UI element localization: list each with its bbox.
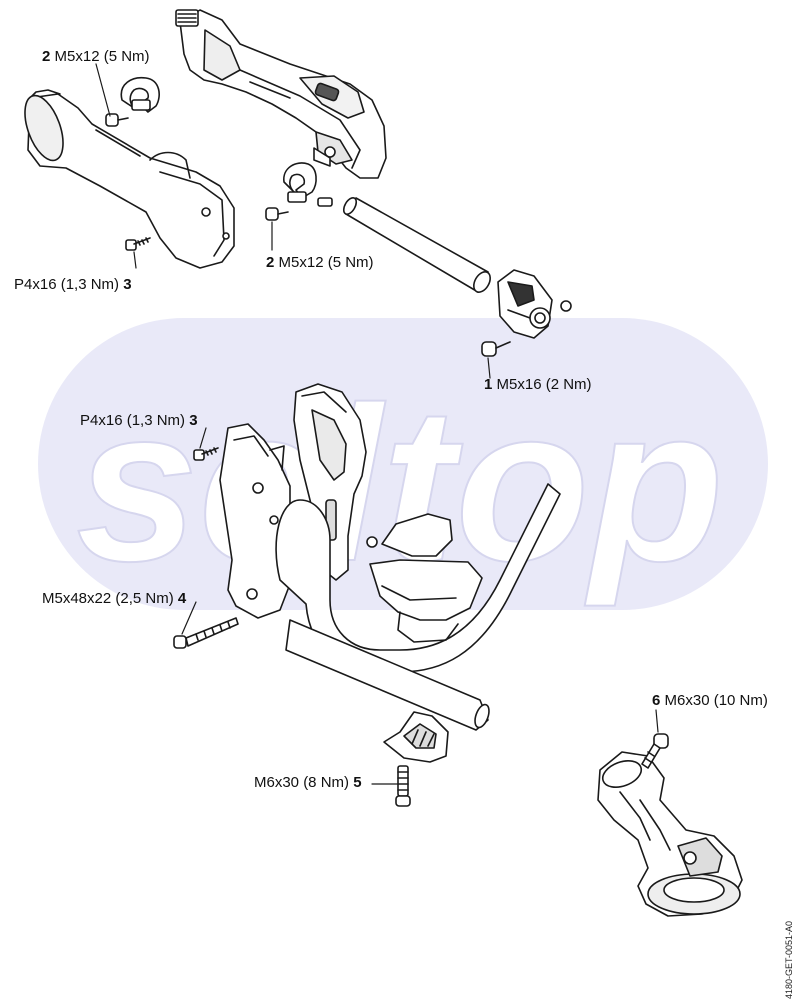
callout-spec: M6x30 (10 Nm) — [664, 692, 768, 709]
screw-p4x16-upper — [125, 237, 151, 251]
screw-m5x48x22 — [173, 617, 239, 649]
callout-number: 4 — [177, 590, 187, 607]
handle-tube — [342, 197, 491, 293]
callout-screw-m6x30-upper: 6 M6x30 (10 Nm) — [652, 692, 768, 710]
callout-spec: M5x12 (5 Nm) — [278, 254, 374, 271]
callout-screw-m5x16: 1 M5x16 (2 Nm) — [484, 376, 592, 394]
watermark-band — [38, 318, 768, 610]
screw-m5x16 — [481, 341, 511, 357]
control-handle-housing — [175, 9, 387, 179]
callout-spec: P4x16 (1,3 Nm) — [14, 276, 120, 293]
lower-clamp — [383, 711, 449, 763]
callout-number: 5 — [353, 774, 362, 791]
callout-number: 2 — [266, 254, 275, 271]
callout-spec: M5x48x22 (2,5 Nm) — [42, 590, 174, 607]
callout-number: 6 — [652, 692, 661, 709]
handlebar-clamp-block — [369, 513, 483, 643]
callout-screw-p4x16-lower: P4x16 (1,3 Nm) 3 — [80, 412, 198, 430]
callout-screw-m5x12-upper: 2 M5x12 (5 Nm) — [42, 48, 150, 66]
screw-m6x30-upper — [641, 733, 669, 769]
drawing-code: 4180-GET-0051-A0 — [784, 921, 794, 999]
screw-m5x12-upper — [105, 113, 129, 127]
callout-number: 3 — [123, 276, 132, 293]
callout-number: 3 — [189, 412, 198, 429]
callout-screw-p4x16-upper: P4x16 (1,3 Nm) 3 — [14, 276, 132, 294]
callout-spec: M6x30 (8 Nm) — [254, 774, 350, 791]
pipe-clamp — [120, 76, 160, 113]
gearbox-head — [597, 751, 743, 917]
callout-spec: P4x16 (1,3 Nm) — [80, 412, 186, 429]
grip-half-left — [219, 423, 291, 619]
callout-screw-m5x48x22: M5x48x22 (2,5 Nm) 4 — [42, 590, 186, 608]
exploded-diagram: seltop — [24, 9, 768, 917]
callout-spec: M5x12 (5 Nm) — [54, 48, 150, 65]
callout-screw-m5x12-middle: 2 M5x12 (5 Nm) — [266, 254, 374, 272]
tube-end-cap — [497, 269, 572, 339]
callout-number: 2 — [42, 48, 51, 65]
left-grip-housing — [24, 89, 235, 269]
screw-m6x30-lower — [395, 765, 411, 807]
leader-lines — [95, 63, 659, 785]
screw-p4x16-lower — [193, 447, 219, 461]
callout-screw-m6x30-lower: M6x30 (8 Nm) 5 — [254, 774, 362, 792]
loop-handlebar — [275, 483, 561, 731]
callout-spec: M5x16 (2 Nm) — [496, 376, 592, 393]
screw-m5x12-middle — [265, 207, 289, 221]
callout-number: 1 — [484, 376, 493, 393]
pipe-clamp-middle — [283, 162, 333, 207]
